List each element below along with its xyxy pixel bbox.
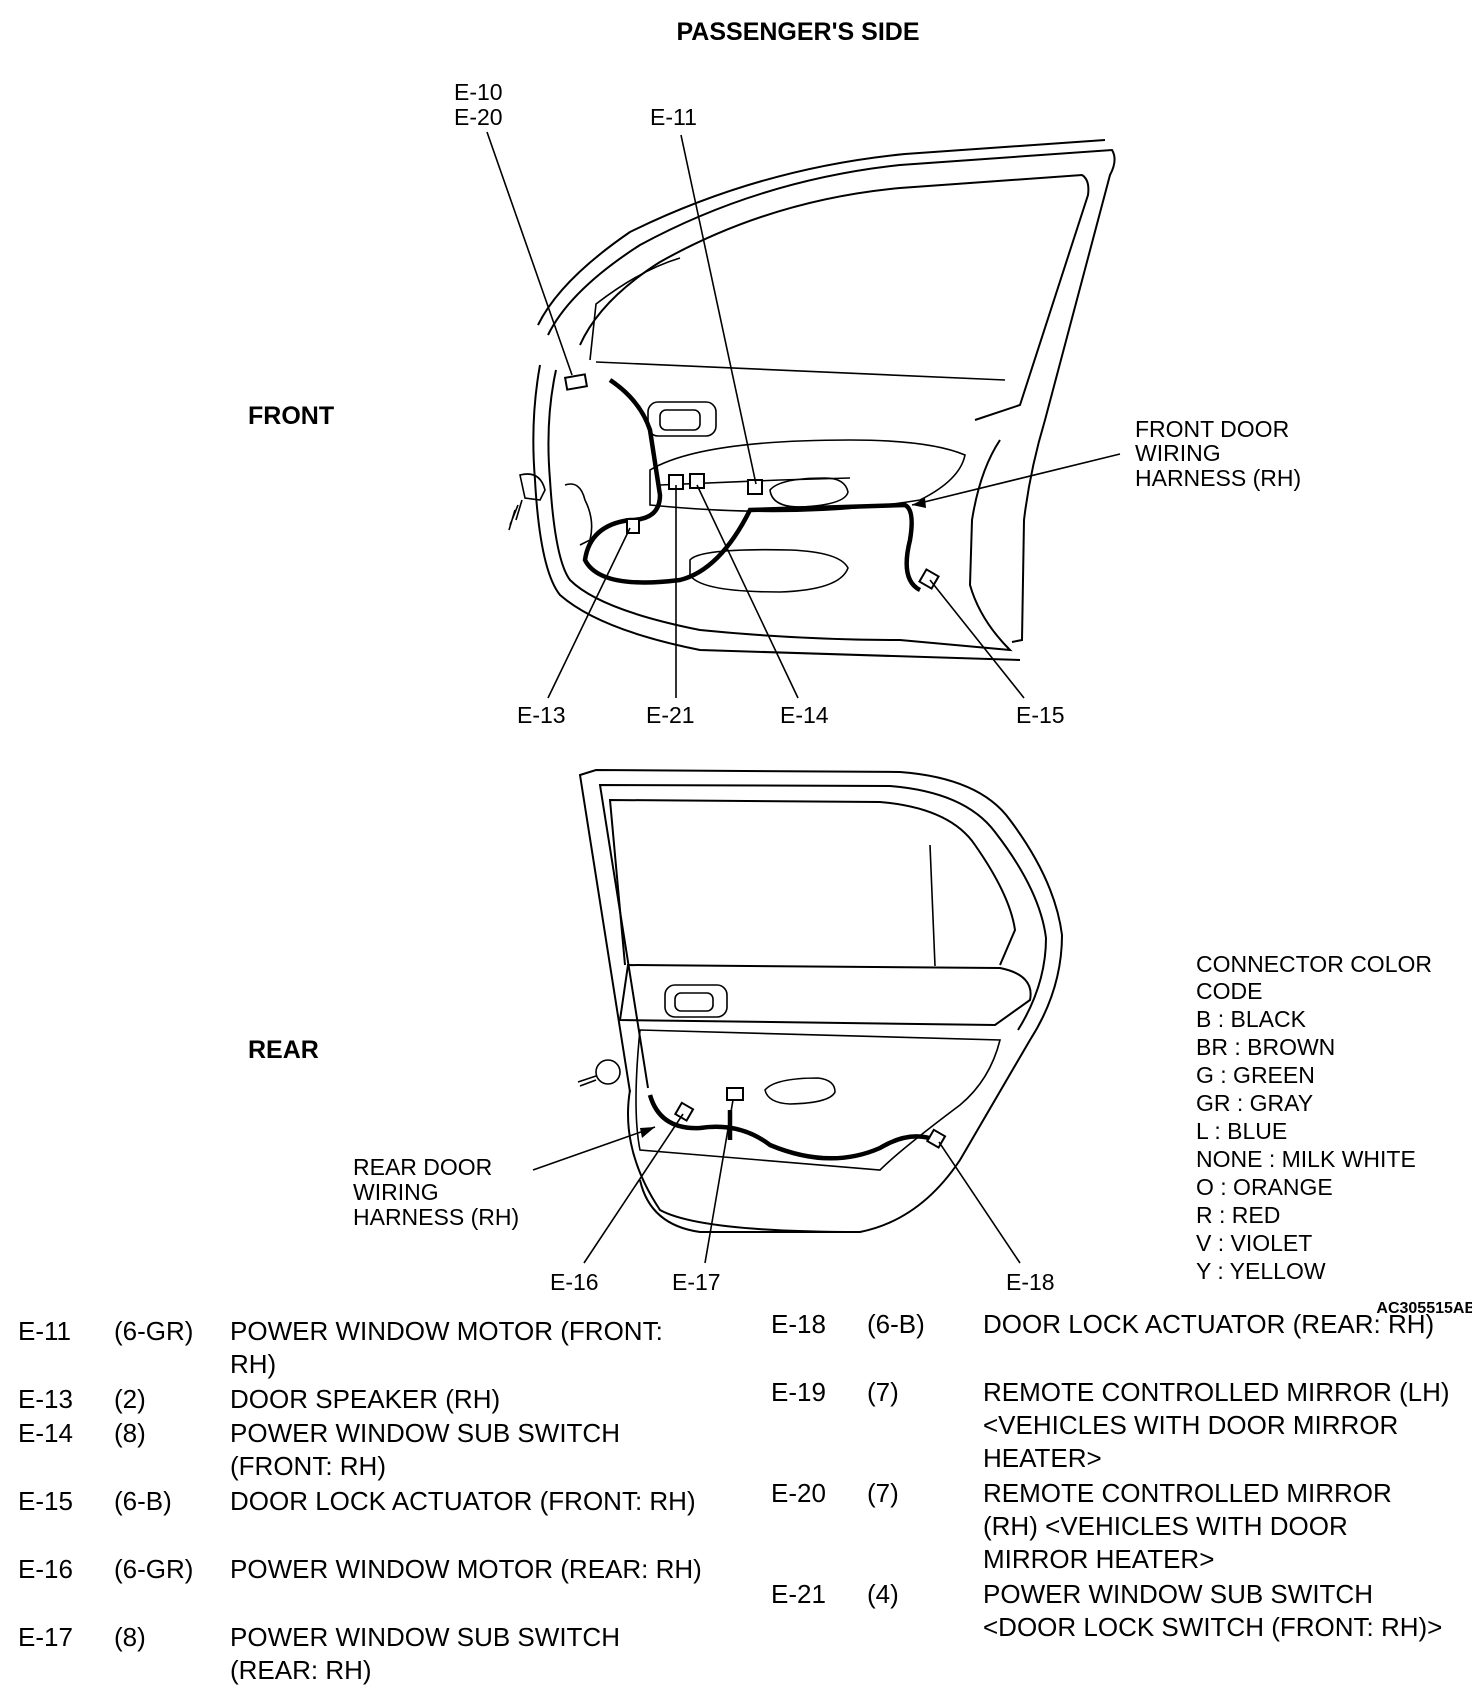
connector-id: E-20 [771, 1478, 826, 1508]
rear-door-drawing [577, 768, 1064, 1233]
color-code-title-line2: CODE [1196, 978, 1262, 1004]
list-item: E-20 (7) REMOTE CONTROLLED MIRROR (RH) <… [771, 1477, 1461, 1578]
connector-id: E-18 [771, 1309, 826, 1339]
color-code-entry: Y : YELLOW [1196, 1258, 1326, 1284]
rear-harness-label-line3: HARNESS (RH) [353, 1204, 519, 1230]
front-door-drawing [508, 139, 1116, 661]
connector-color-code: CONNECTOR COLOR CODE B : BLACK BR : BROW… [1196, 951, 1432, 1284]
connector-pins: (4) [867, 1579, 899, 1609]
connector-pins: (6-GR) [114, 1316, 194, 1346]
connector-e15 [918, 568, 940, 590]
connector-pins: (6-GR) [114, 1554, 194, 1584]
list-item: E-11 (6-GR) POWER WINDOW MOTOR (FRONT: R… [18, 1315, 718, 1383]
connector-pins: (2) [114, 1384, 146, 1414]
connector-list-left: E-11 (6-GR) POWER WINDOW MOTOR (FRONT: R… [18, 1315, 718, 1689]
callout-e10: E-10 [454, 79, 503, 105]
connector-description: REMOTE CONTROLLED MIRROR (LH) <VEHICLES … [983, 1377, 1450, 1473]
connector-e10-e20 [563, 373, 589, 391]
list-item: E-14 (8) POWER WINDOW SUB SWITCH (FRONT:… [18, 1417, 718, 1485]
connector-id: E-15 [18, 1486, 73, 1516]
color-code-entry: G : GREEN [1196, 1062, 1315, 1088]
callout-e21: E-21 [646, 702, 695, 728]
connector-id: E-17 [18, 1622, 73, 1652]
rear-section-label: REAR [248, 1036, 319, 1064]
color-code-entry: V : VIOLET [1196, 1230, 1312, 1256]
connector-id: E-13 [18, 1384, 73, 1414]
callout-e15: E-15 [1016, 702, 1065, 728]
connector-id: E-16 [18, 1554, 73, 1584]
callout-e13: E-13 [517, 702, 566, 728]
connector-description: DOOR LOCK ACTUATOR (FRONT: RH) [230, 1486, 696, 1516]
color-code-entry: O : ORANGE [1196, 1174, 1333, 1200]
color-code-entry: B : BLACK [1196, 1006, 1307, 1032]
rear-callout-lines [532, 1099, 1021, 1264]
connector-list-right: E-18 (6-B) DOOR LOCK ACTUATOR (REAR: RH)… [771, 1308, 1461, 1679]
callout-e18: E-18 [1006, 1269, 1055, 1295]
list-item: E-13 (2) DOOR SPEAKER (RH) [18, 1383, 718, 1417]
connector-id: E-14 [18, 1418, 73, 1448]
connector-description: DOOR SPEAKER (RH) [230, 1384, 501, 1414]
front-callout-lines [486, 131, 1121, 699]
front-harness-label-line2: WIRING [1135, 440, 1221, 466]
callout-e17: E-17 [672, 1269, 721, 1295]
connector-description: POWER WINDOW MOTOR (REAR: RH) [230, 1554, 702, 1584]
connector-id: E-11 [18, 1316, 71, 1346]
color-code-entry: NONE : MILK WHITE [1196, 1146, 1416, 1172]
list-item: E-18 (6-B) DOOR LOCK ACTUATOR (REAR: RH) [771, 1308, 1461, 1376]
diagram-title: PASSENGER'S SIDE [676, 18, 919, 46]
connector-e14 [689, 473, 705, 489]
callout-e11: E-11 [650, 104, 697, 130]
figure-code: AC305515AB [1376, 1300, 1472, 1317]
color-code-entry: BR : BROWN [1196, 1034, 1335, 1060]
list-item: E-21 (4) POWER WINDOW SUB SWITCH <DOOR L… [771, 1578, 1461, 1679]
connector-id: E-21 [771, 1579, 826, 1609]
connector-description: DOOR LOCK ACTUATOR (REAR: RH) [983, 1309, 1435, 1339]
connector-pins: (6-B) [867, 1309, 925, 1339]
connector-description: POWER WINDOW SUB SWITCH <DOOR LOCK SWITC… [983, 1579, 1443, 1642]
callout-e16: E-16 [550, 1269, 599, 1295]
connector-pins: (8) [114, 1622, 146, 1652]
connector-pins: (8) [114, 1418, 146, 1448]
callout-e14: E-14 [780, 702, 829, 728]
connector-e16 [673, 1101, 695, 1122]
connector-e17 [726, 1087, 744, 1101]
front-harness-label-line3: HARNESS (RH) [1135, 465, 1301, 491]
rear-harness-label-line2: WIRING [353, 1179, 439, 1205]
front-section-label: FRONT [248, 402, 334, 430]
list-item: E-15 (6-B) DOOR LOCK ACTUATOR (FRONT: RH… [18, 1485, 718, 1553]
color-code-entry: R : RED [1196, 1202, 1280, 1228]
connector-description: REMOTE CONTROLLED MIRROR (RH) <VEHICLES … [983, 1478, 1392, 1574]
connector-id: E-19 [771, 1377, 826, 1407]
connector-description: POWER WINDOW SUB SWITCH (REAR: RH) [230, 1622, 620, 1685]
callout-e20: E-20 [454, 104, 503, 130]
list-item: E-17 (8) POWER WINDOW SUB SWITCH (REAR: … [18, 1621, 718, 1689]
list-item: E-16 (6-GR) POWER WINDOW MOTOR (REAR: RH… [18, 1553, 718, 1621]
connector-description: POWER WINDOW SUB SWITCH (FRONT: RH) [230, 1418, 620, 1481]
connector-e18 [925, 1128, 947, 1149]
connector-pins: (7) [867, 1478, 899, 1508]
color-code-entry: GR : GRAY [1196, 1090, 1313, 1116]
connector-description: POWER WINDOW MOTOR (FRONT: RH) [230, 1316, 663, 1379]
color-code-entry: L : BLUE [1196, 1118, 1287, 1144]
connector-pins: (7) [867, 1377, 899, 1407]
rear-harness-label-line1: REAR DOOR [353, 1154, 492, 1180]
list-item: E-19 (7) REMOTE CONTROLLED MIRROR (LH) <… [771, 1376, 1461, 1477]
connector-pins: (6-B) [114, 1486, 172, 1516]
color-code-title-line1: CONNECTOR COLOR [1196, 951, 1432, 977]
front-harness-label-line1: FRONT DOOR [1135, 416, 1289, 442]
